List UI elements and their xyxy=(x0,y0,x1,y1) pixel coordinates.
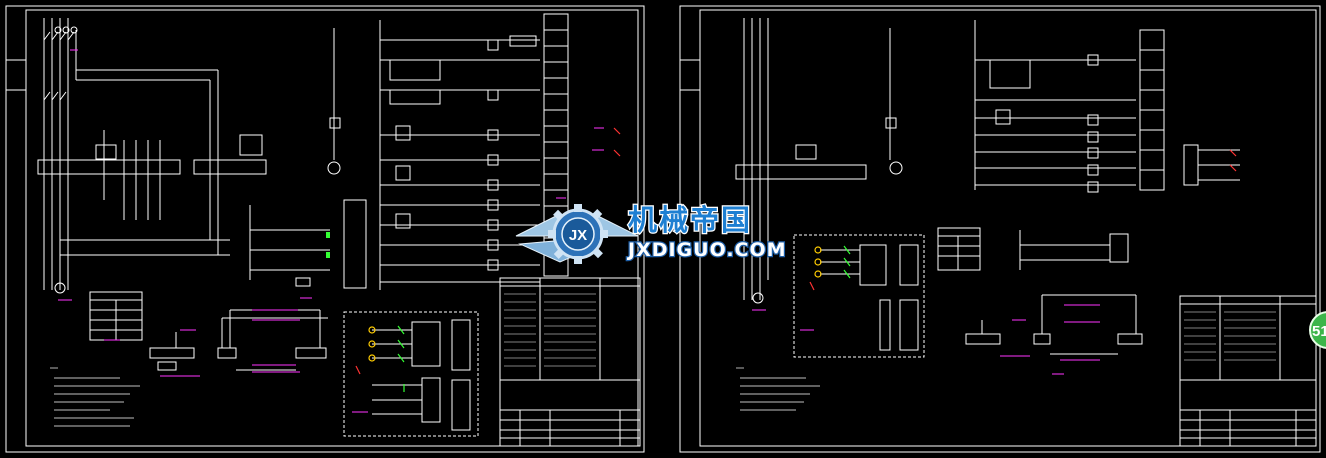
page-number-badge: 51 xyxy=(1309,311,1326,349)
main-power-bus-right xyxy=(735,18,867,304)
schematic-sheet-right xyxy=(679,5,1321,453)
watermark-title-en: JXDIGUO.COM xyxy=(626,239,787,261)
watermark-logo-letters: JX xyxy=(569,227,587,244)
magenta-annotations-left xyxy=(58,49,604,413)
watermark-title-zh: 机械帝国 xyxy=(628,203,752,237)
jxdiguo-watermark: JX 机械帝国 JXDIGUO.COM xyxy=(515,202,787,264)
schematic-sheet-left xyxy=(5,5,645,453)
gear-icon: JX xyxy=(548,204,608,264)
main-power-bus-left xyxy=(37,18,267,290)
page-number-text: 51 xyxy=(1312,323,1326,340)
